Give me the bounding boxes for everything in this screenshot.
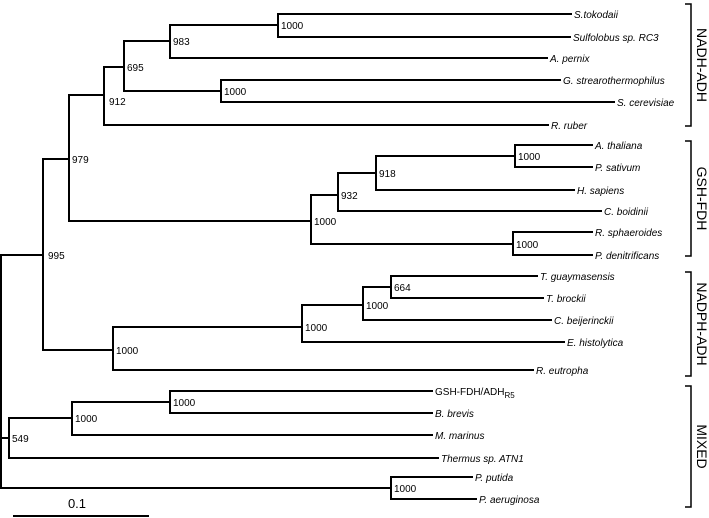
internal-branch (123, 79, 222, 103)
leaf-label: R. ruber (551, 121, 588, 132)
leaf-label: Sulfolobus sp. RC3 (573, 33, 659, 44)
group-label: MIXED (694, 424, 709, 468)
leaf-label: C. beijerinckii (554, 316, 614, 327)
scale-bar: 0.1 (13, 496, 149, 517)
bootstrap-value: 912 (109, 97, 126, 108)
bootstrap-value: 1000 (518, 152, 541, 163)
leaf-label: Thermus sp. ATN1 (441, 454, 524, 465)
bootstrap-value: 1000 (314, 217, 337, 228)
leaf-label: R. eutropha (536, 366, 589, 377)
bootstrap-value: 1000 (116, 346, 139, 357)
leaf-label: T. brockii (546, 294, 586, 305)
bootstrap-value: 549 (12, 434, 29, 445)
leaf-label: B. brevis (435, 409, 474, 420)
bootstrap-value: 918 (379, 169, 396, 180)
internal-branch (71, 390, 171, 414)
group-label: NADPH-ADH (694, 282, 709, 365)
bootstrap-value: 1000 (305, 323, 328, 334)
internal-branch (362, 275, 392, 299)
group-bracket (685, 3, 692, 127)
leaf-label: M. marinus (435, 431, 484, 442)
internal-branch (42, 94, 70, 222)
internal-branch (0, 158, 44, 351)
bootstrap-value: 1000 (366, 301, 389, 312)
leaf-label: P. denitrificans (595, 251, 659, 262)
tree-branches (0, 13, 615, 500)
internal-branch (310, 172, 339, 212)
leaf-label: P. putida (475, 473, 514, 484)
internal-branch (123, 24, 171, 59)
internal-branch (301, 286, 364, 321)
bootstrap-value: 1000 (516, 240, 539, 251)
group-bracket (685, 140, 692, 257)
internal-branch (103, 40, 125, 92)
internal-branch (42, 326, 114, 371)
leaf-label: H. sapiens (577, 186, 624, 197)
leaf-label: GSH-FDH/ADHR5 (435, 387, 515, 400)
group-bracket (685, 385, 692, 508)
internal-branch (0, 476, 392, 500)
bootstrap-value: 995 (48, 251, 65, 262)
group-brackets: NADH-ADH GSH-FDH NADPH-ADH MIXED (685, 3, 709, 508)
group-bracket (685, 271, 692, 377)
bootstrap-value: 932 (341, 191, 358, 202)
leaf-label: S.tokodaii (574, 10, 619, 21)
bootstrap-value: 695 (127, 63, 144, 74)
internal-branch (112, 304, 303, 343)
internal-branch (8, 401, 73, 436)
internal-branch (310, 231, 514, 256)
bootstrap-labels: 1000 983 1000 695 912 1000 918 932 1000 1000 979 66… (12, 21, 541, 495)
internal-branch (375, 144, 516, 168)
bootstrap-value: 1000 (173, 398, 196, 409)
bootstrap-value: 983 (173, 37, 190, 48)
leaf-label: P. sativum (595, 163, 640, 174)
leaf-label: A. thaliana (594, 141, 643, 152)
leaf-label: R. sphaeroides (595, 228, 662, 239)
internal-branch (68, 194, 312, 245)
internal-branch (0, 417, 10, 459)
leaf-label: T. guaymasensis (540, 272, 615, 283)
bootstrap-value: 1000 (224, 87, 247, 98)
internal-branch (68, 66, 105, 126)
leaf-label: C. boidinii (604, 207, 649, 218)
leaf-label: E. histolytica (567, 338, 624, 349)
bootstrap-value: 1000 (75, 414, 98, 425)
leaf-label: S. cerevisiae (617, 98, 675, 109)
bootstrap-value: 664 (394, 283, 411, 294)
group-label: GSH-FDH (694, 167, 709, 231)
leaf-label: G. strearothermophilus (563, 76, 665, 87)
leaf-label: A. pernix (549, 54, 590, 65)
scale-bar-label: 0.1 (68, 496, 86, 511)
leaf-label-subscript: R5 (504, 391, 515, 400)
bootstrap-value: 1000 (281, 21, 304, 32)
internal-branch (169, 13, 279, 38)
bootstrap-value: 1000 (394, 484, 417, 495)
leaf-label: P. aeruginosa (479, 495, 540, 506)
group-label: NADH-ADH (694, 28, 709, 102)
internal-branch (337, 155, 377, 191)
bootstrap-value: 979 (72, 155, 89, 166)
